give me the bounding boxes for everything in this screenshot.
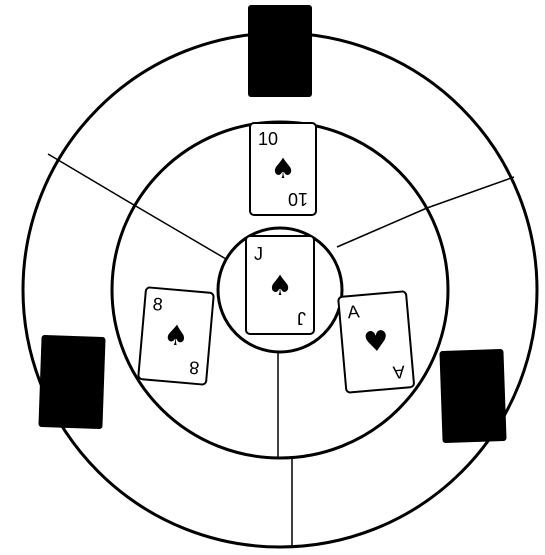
divider-inner-upper-right: [337, 208, 427, 247]
spade-icon: ♠: [270, 152, 295, 185]
played-card-left: 8 8 ♠: [138, 287, 214, 385]
spade-icon: ♠: [162, 318, 190, 353]
right-hand-card-back: [439, 349, 506, 443]
divider-upper-left: [48, 154, 134, 205]
card-rank-top-left: A: [347, 301, 361, 322]
card-rank-bottom-right: 8: [188, 357, 200, 378]
card-rank-bottom-right: 10: [288, 189, 308, 209]
divider-inner-upper-left: [134, 205, 226, 259]
card-rank-bottom-right: A: [392, 362, 406, 383]
heart-icon: ♥: [362, 324, 390, 359]
card-rank-top-left: J: [254, 244, 263, 264]
divider-upper-right: [427, 177, 514, 208]
top-hand-card-back: [248, 5, 312, 97]
card-rank-bottom-right: J: [297, 308, 306, 328]
spade-icon: ♠: [267, 269, 292, 302]
played-card-right: A A ♥: [338, 291, 414, 393]
played-card-center: J J ♠: [246, 236, 314, 334]
card-rank-top-left: 8: [152, 294, 164, 315]
card-rank-top-left: 10: [258, 129, 278, 149]
left-hand-card-back: [38, 335, 105, 429]
played-card-top: 10 10 ♠: [250, 123, 316, 215]
